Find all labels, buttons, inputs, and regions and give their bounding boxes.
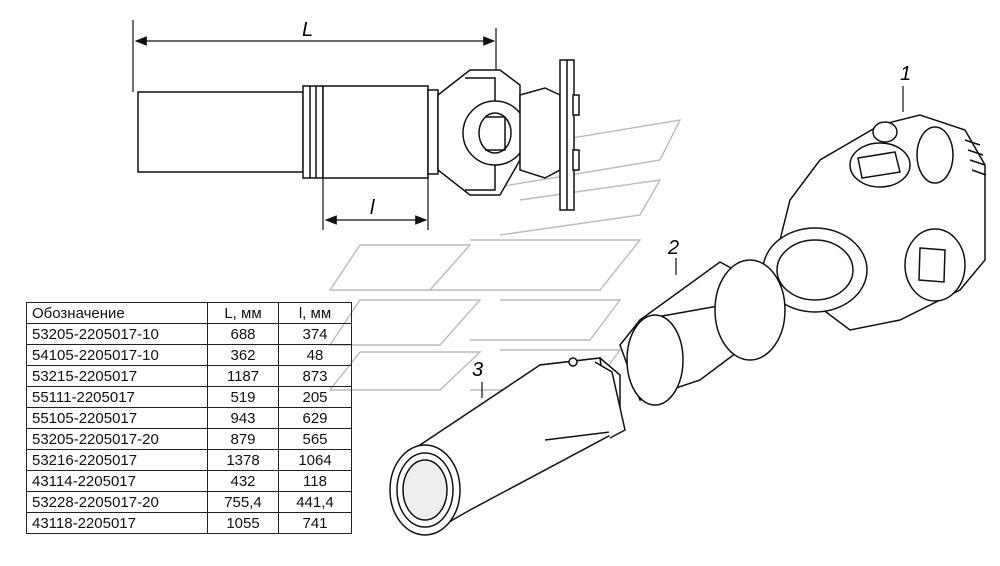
part-1-yoke [762, 114, 987, 331]
dimension-l-label: l [370, 197, 375, 219]
header-l: l, мм [278, 302, 352, 324]
table-row: 53205-2205017-10 688 374 [26, 323, 352, 345]
cell-designation: 55111-2205017 [26, 386, 208, 408]
table-row: 54105-2205017-10 362 48 [26, 344, 352, 366]
cell-L: 362 [207, 344, 279, 366]
dimension-l [322, 178, 429, 230]
table-row: 43118-2205017 1055 741 [26, 512, 352, 534]
cell-l: 741 [278, 512, 352, 534]
table-header-row: Обозначение L, мм l, мм [26, 302, 352, 324]
callout-3: 3 [472, 359, 483, 398]
table-row: 55105-2205017 943 629 [26, 407, 352, 429]
cell-l: 374 [278, 323, 352, 345]
callout-1: 1 [900, 63, 911, 112]
cell-designation: 53228-2205017-20 [26, 491, 208, 513]
table-row: 53216-2205017 1378 1064 [26, 449, 352, 471]
cell-l: 205 [278, 386, 352, 408]
cell-designation: 53205-2205017-20 [26, 428, 208, 450]
header-designation: Обозначение [26, 302, 208, 324]
cell-designation: 53205-2205017-10 [26, 323, 208, 345]
cell-l: 565 [278, 428, 352, 450]
cell-l: 629 [278, 407, 352, 429]
table-row: 53215-2205017 1187 873 [26, 365, 352, 387]
watermark-logo [328, 119, 682, 391]
cell-L: 1378 [207, 449, 279, 471]
cell-designation: 43114-2205017 [26, 470, 208, 492]
cell-L: 879 [207, 428, 279, 450]
cell-l: 118 [278, 470, 352, 492]
cell-L: 1187 [207, 365, 279, 387]
svg-text:1: 1 [900, 63, 911, 85]
assembled-shaft [137, 59, 580, 211]
header-L: L, мм [207, 302, 279, 324]
svg-text:2: 2 [667, 237, 679, 259]
cell-designation: 53216-2205017 [26, 449, 208, 471]
specification-table: Обозначение L, мм l, мм 53205-2205017-10… [26, 302, 352, 534]
cell-designation: 53215-2205017 [26, 365, 208, 387]
cell-L: 1055 [207, 512, 279, 534]
dimension-L [132, 20, 497, 92]
cell-L: 519 [207, 386, 279, 408]
cell-L: 755,4 [207, 491, 279, 513]
cell-designation: 43118-2205017 [26, 512, 208, 534]
table-row: 53205-2205017-20 879 565 [26, 428, 352, 450]
cell-l: 1064 [278, 449, 352, 471]
table-row: 53228-2205017-20 755,4 441,4 [26, 491, 352, 513]
part-2-sleeve [619, 259, 786, 406]
table-row: 55111-2205017 519 205 [26, 386, 352, 408]
svg-text:3: 3 [472, 359, 483, 381]
cell-designation: 55105-2205017 [26, 407, 208, 429]
cell-L: 432 [207, 470, 279, 492]
dimension-L-label: L [302, 19, 313, 41]
callout-2: 2 [667, 237, 679, 275]
cell-l: 48 [278, 344, 352, 366]
cell-l: 441,4 [278, 491, 352, 513]
part-3-splined-shaft [389, 357, 626, 536]
table-row: 43114-2205017 432 118 [26, 470, 352, 492]
cell-L: 943 [207, 407, 279, 429]
cell-L: 688 [207, 323, 279, 345]
cell-l: 873 [278, 365, 352, 387]
cell-designation: 54105-2205017-10 [26, 344, 208, 366]
